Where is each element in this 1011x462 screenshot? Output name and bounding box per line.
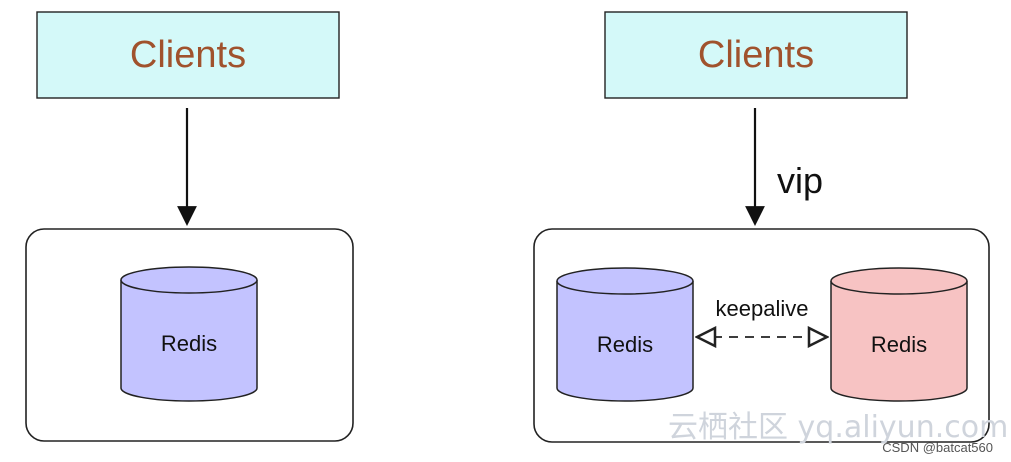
vip-label: vip [777,160,823,201]
redis-backup-cylinder: Redis [830,267,968,402]
left-redis-cylinder: Redis [120,266,258,402]
credit-text: CSDN @batcat560 [882,440,993,455]
left-clients-label: Clients [130,34,246,76]
redis-primary-label: Redis [597,332,653,357]
right-clients-label: Clients [698,34,814,76]
left-topology: Clients Redis [25,11,354,442]
redis-backup-label: Redis [871,332,927,357]
watermark-text: 云栖社区 yq.aliyun.com [668,410,1008,445]
keepalive-label: keepalive [716,296,809,321]
left-clients-box: Clients [36,11,340,99]
right-clients-box: Clients [604,11,908,99]
redis-primary-cylinder: Redis [556,267,694,402]
right-topology: Clients vip Redis Redis keepalive [533,11,990,443]
left-redis-label: Redis [161,331,217,356]
